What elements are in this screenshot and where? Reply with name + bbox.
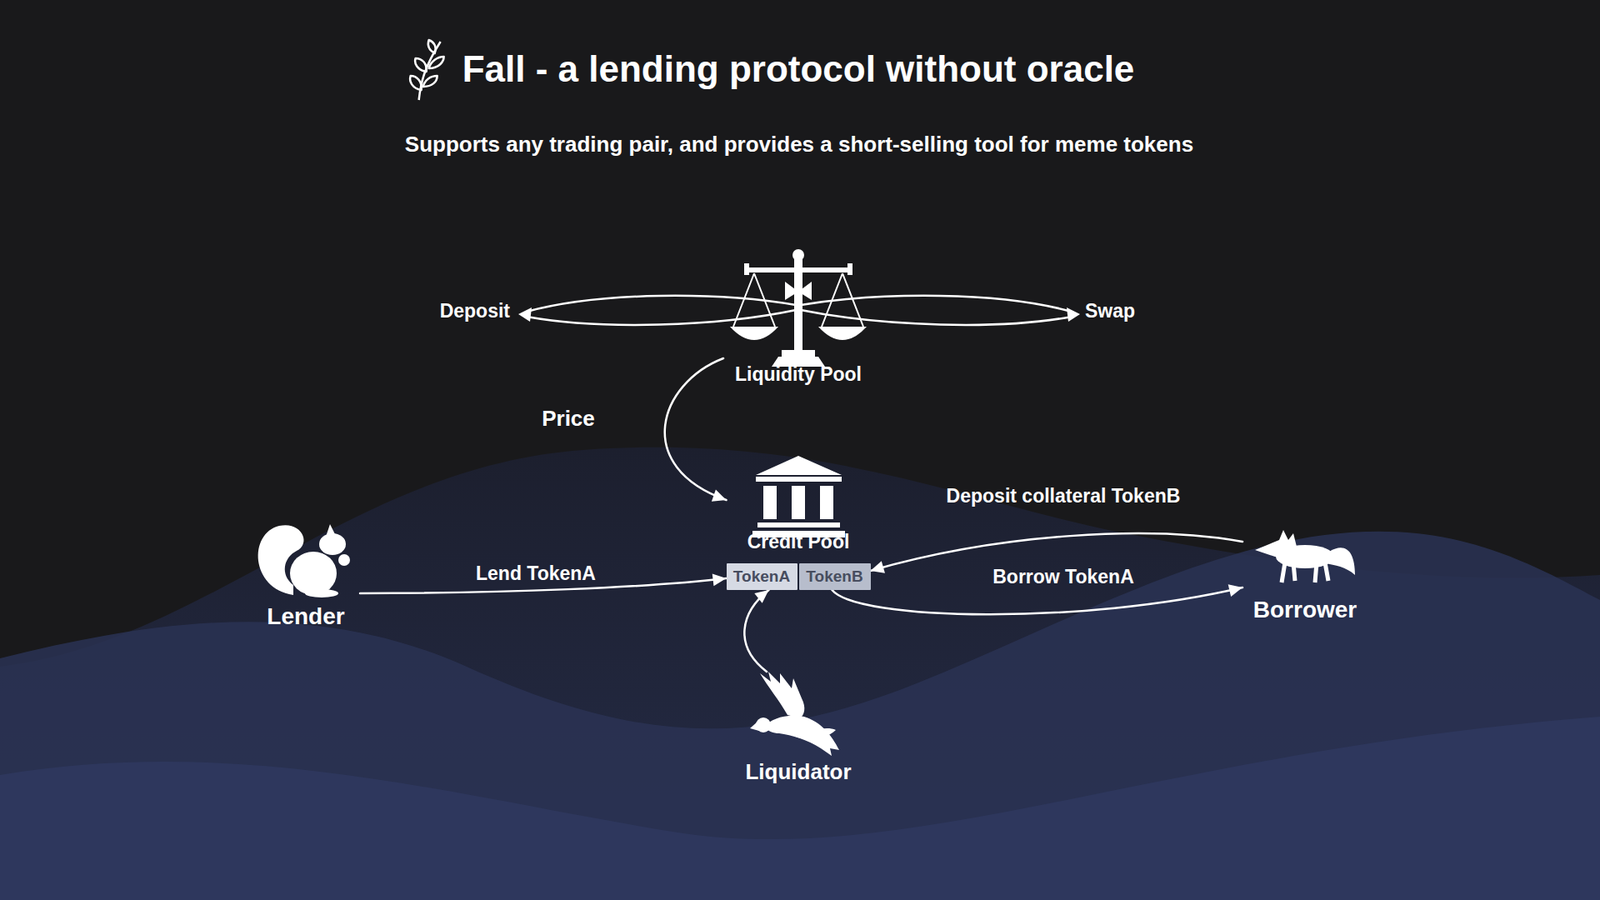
connector-line [832,587,1244,615]
flow-line [526,295,796,312]
arrow-head [711,490,727,502]
node-label: Liquidity Pool [735,363,862,385]
connector-line [665,358,727,500]
edge-label: Borrow TokenA [992,565,1135,588]
arrow-head [754,590,769,604]
edge-label: Deposit collateral TokenB [946,485,1181,507]
scales-part [818,326,867,340]
bank-part [820,485,834,520]
eagle-part [791,728,836,740]
scales-part [733,273,864,327]
node-label: Liquidator [745,760,851,785]
edge-label: Lend TokenA [475,562,596,585]
leaf-logo [410,40,444,100]
liquidity-pool-node: Liquidity Pool [723,250,874,387]
leaf [423,75,438,87]
leaf [429,56,445,69]
scales-part [781,350,815,357]
bank-part [763,485,777,520]
wave [0,716,1600,900]
flow-line [800,310,1072,325]
arrow-head [518,307,532,322]
bank-part [755,476,842,482]
wave [0,531,1600,900]
scales-part [730,326,779,340]
fox-part [1325,547,1355,575]
node-label: Credit Pool [747,530,850,553]
leaf [428,40,436,54]
scales-part [746,267,850,273]
eagle-part [750,721,760,731]
fox-part [1281,562,1329,583]
node-label: Borrower [1253,596,1357,624]
arrow-head [870,560,885,573]
connector-arrow [665,358,727,502]
token-box: TokenA [726,563,798,590]
scales-part [847,263,853,275]
eagle-part [765,715,840,756]
squirrel-part [319,533,346,555]
node-label: Lender [266,603,345,630]
squirrel-part [290,551,337,595]
token-box: TokenB [799,563,871,590]
squirrel-part [325,524,336,537]
arrow-head [1066,307,1080,322]
scales-part [785,281,812,300]
arrow-head [712,573,727,586]
edge-label: Price [541,406,595,432]
liquidator-node: Liquidator [731,671,865,787]
flow-label: Deposit [440,300,510,322]
flow-line [800,295,1072,312]
bank-part [755,455,842,475]
bank-part [757,522,840,528]
scales-part [794,258,803,355]
squirrel-icon [258,524,350,598]
borrower-node: Borrower [1242,526,1368,625]
subtitle: Supports any trading pair, and provides … [405,132,1194,158]
eagle-part [760,671,805,719]
flow-line [526,310,796,325]
connector-arrow [744,590,769,672]
node-label: TokenB [805,567,863,586]
fox-icon [1255,530,1355,583]
node-label: TokenA [733,567,790,586]
credit-pool-node: Credit PoolTokenA TokenB [726,454,871,590]
squirrel-part [305,589,339,598]
leaf [410,75,422,90]
leaf [415,58,427,72]
squirrel-part [338,554,350,566]
connector-line [744,590,769,672]
diagram-title: Fall - a lending protocol without oracle [462,48,1135,91]
scales-part [744,263,750,275]
wave [0,447,1600,900]
bank-part [791,485,805,520]
background-waves [0,447,1600,900]
fox-part [1255,530,1297,560]
connector-arrow [832,584,1244,615]
arrow-head [1228,584,1243,597]
lender-node: Lender [251,523,360,632]
scales-icon [730,249,867,367]
bank-icon [752,455,845,538]
flow-label: Swap [1085,300,1135,322]
connector-line [870,533,1244,571]
eagle-icon [750,671,840,756]
